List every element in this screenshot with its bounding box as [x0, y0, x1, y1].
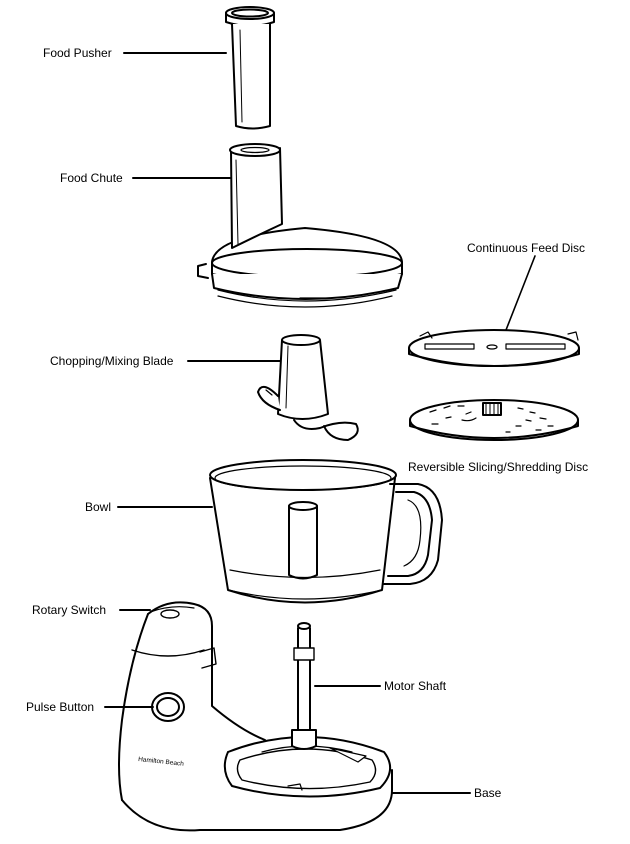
slicing-disc-label: Reversible Slicing/Shredding Disc [408, 460, 589, 474]
slicing-shredding-disc-part [409, 399, 579, 441]
bowl-part [209, 459, 443, 604]
base-label: Base [474, 786, 502, 800]
lid-with-chute-part [197, 143, 403, 308]
continuous-feed-disc-part [408, 329, 580, 367]
chopping-blade-label: Chopping/Mixing Blade [50, 354, 174, 368]
continuous-feed-disc-label: Continuous Feed Disc [467, 241, 586, 255]
food-pusher-label: Food Pusher [43, 46, 112, 60]
base-part: Hamilton Beach [118, 601, 393, 832]
leader-lines [104, 52, 536, 794]
food-chute-label: Food Chute [60, 171, 123, 185]
motor-shaft-label: Motor Shaft [384, 679, 447, 693]
food-pusher-part [225, 6, 275, 130]
rotary-switch-label: Rotary Switch [32, 603, 107, 617]
bowl-label: Bowl [85, 500, 112, 514]
chopping-blade-part [257, 334, 359, 441]
pulse-button-label: Pulse Button [26, 700, 95, 714]
brand-logo: Hamilton Beach [138, 756, 185, 768]
